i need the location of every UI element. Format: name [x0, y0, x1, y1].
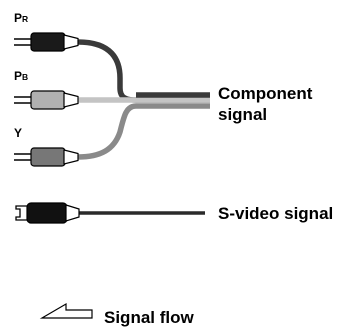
svideo-plug-head — [15, 205, 29, 221]
svideo-plug-body — [26, 202, 68, 224]
pb-connector: PB — [14, 69, 79, 110]
svideo-signal-label: S-video signal — [218, 204, 333, 223]
pb-plug-body — [30, 90, 66, 110]
pr-strain-relief — [63, 34, 79, 50]
y-label: Y — [14, 126, 22, 140]
y-connector: Y — [14, 126, 79, 167]
signal-flow-arrow-icon — [39, 302, 93, 319]
component-signal-label-line1: Component — [218, 84, 313, 103]
pr-label: PR — [14, 11, 28, 25]
svideo-connector — [15, 202, 80, 224]
signal-flow-label: Signal flow — [104, 308, 195, 327]
svideo-strain-relief — [65, 204, 80, 222]
pr-cable — [77, 39, 210, 103]
component-signal-label-line2: signal — [218, 105, 267, 124]
y-plug-body — [30, 147, 66, 167]
y-strain-relief — [63, 149, 79, 165]
pr-connector: PR — [14, 11, 79, 52]
pb-label: PB — [14, 69, 28, 83]
pb-strain-relief — [63, 92, 79, 108]
pr-plug-body — [30, 32, 66, 52]
y-cable — [77, 103, 210, 160]
